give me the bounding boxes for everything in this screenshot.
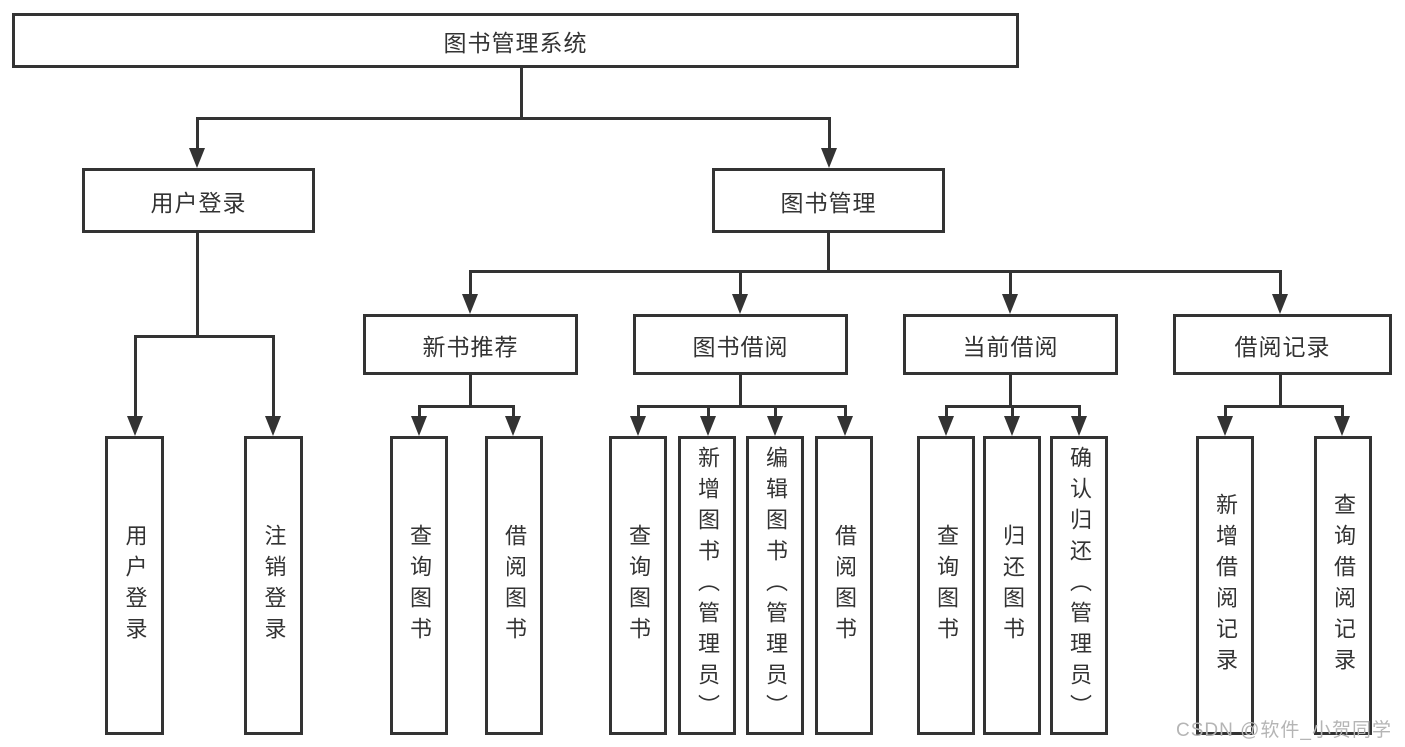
leaf-borrow-books-2: 借阅图书 [815, 436, 873, 735]
connector-bus [637, 405, 846, 408]
connector-stem [469, 375, 472, 407]
connector-stem [134, 335, 137, 418]
connector-root-stem [520, 66, 523, 120]
connector-stem [1078, 405, 1081, 418]
node-label: 图书管理 [780, 189, 877, 216]
arrow-down-icon [1272, 294, 1288, 314]
arrow-down-icon [630, 416, 646, 436]
leaf-return-books: 归还图书 [983, 436, 1041, 735]
arrow-down-icon [837, 416, 853, 436]
leaf-label: 注销登录 [261, 523, 287, 648]
connector-bus [418, 405, 515, 408]
node-label: 当前借阅 [962, 333, 1059, 360]
connector-stem [469, 270, 472, 296]
node-label: 新书推荐 [422, 333, 519, 360]
connector-stem [844, 405, 847, 418]
node-label: 借阅记录 [1234, 333, 1331, 360]
arrow-down-icon [938, 416, 954, 436]
leaf-query-books-1: 查询图书 [390, 436, 448, 735]
node-book-borrow: 图书借阅 [633, 314, 848, 375]
arrow-down-icon [265, 416, 281, 436]
connector-stem [196, 117, 199, 150]
connector-stem [1279, 375, 1282, 407]
arrow-down-icon [505, 416, 521, 436]
arrow-down-icon [411, 416, 427, 436]
connector-bus [469, 270, 1282, 273]
leaf-label: 确认归还（管理员） [1067, 446, 1092, 725]
node-book-management: 图书管理 [712, 168, 945, 233]
arrow-down-icon [1004, 416, 1020, 436]
connector-stem [1009, 375, 1012, 407]
connector-stem [637, 405, 640, 418]
connector-stem [1224, 405, 1227, 418]
node-root: 图书管理系统 [12, 13, 1019, 68]
node-label: 图书借阅 [692, 333, 789, 360]
node-label: 用户登录 [150, 189, 247, 216]
leaf-label: 新增图书（管理员） [695, 446, 720, 725]
leaf-label: 用户登录 [122, 523, 148, 648]
leaf-confirm-return-admin: 确认归还（管理员） [1050, 436, 1108, 735]
connector-root-bus [196, 117, 830, 120]
leaf-label: 查询借阅记录 [1331, 492, 1356, 679]
arrow-down-icon [189, 148, 205, 168]
leaf-label: 借阅图书 [502, 523, 527, 648]
arrow-down-icon [700, 416, 716, 436]
leaf-query-books-2: 查询图书 [609, 436, 667, 735]
arrow-down-icon [1071, 416, 1087, 436]
connector-bus [1224, 405, 1344, 408]
node-user-login: 用户登录 [82, 168, 315, 233]
leaf-query-borrow-record: 查询借阅记录 [1314, 436, 1372, 735]
connector-stem [1341, 405, 1344, 418]
connector-stem [945, 405, 948, 418]
node-current-borrow: 当前借阅 [903, 314, 1118, 375]
leaf-add-books-admin: 新增图书（管理员） [678, 436, 736, 735]
connector-stem [828, 117, 831, 150]
node-borrow-records: 借阅记录 [1173, 314, 1392, 375]
connector-stem [827, 233, 830, 272]
arrow-down-icon [127, 416, 143, 436]
leaf-label: 借阅图书 [832, 523, 857, 648]
leaf-add-borrow-record: 新增借阅记录 [1196, 436, 1254, 735]
leaf-logout: 注销登录 [244, 436, 303, 735]
leaf-label: 查询图书 [626, 523, 651, 648]
watermark: CSDN @软件_小贺同学 [1176, 720, 1392, 741]
leaf-label: 编辑图书（管理员） [763, 446, 788, 725]
arrow-down-icon [462, 294, 478, 314]
connector-stem [739, 270, 742, 296]
leaf-user-login: 用户登录 [105, 436, 164, 735]
node-root-label: 图书管理系统 [443, 29, 588, 56]
leaf-label: 查询图书 [934, 523, 959, 648]
leaf-label: 归还图书 [1000, 523, 1025, 648]
connector-stem [1011, 405, 1014, 418]
connector-stem [418, 405, 421, 418]
connector-stem [512, 405, 515, 418]
connector-stem [739, 375, 742, 407]
connector-stem [272, 335, 275, 418]
node-new-book-recommend: 新书推荐 [363, 314, 578, 375]
arrow-down-icon [767, 416, 783, 436]
connector-stem [196, 233, 199, 338]
leaf-label: 查询图书 [407, 523, 432, 648]
leaf-query-books-3: 查询图书 [917, 436, 975, 735]
connector-stem [774, 405, 777, 418]
connector-stem [1009, 270, 1012, 296]
leaf-edit-books-admin: 编辑图书（管理员） [746, 436, 804, 735]
arrow-down-icon [1217, 416, 1233, 436]
leaf-label: 新增借阅记录 [1213, 492, 1238, 679]
leaf-borrow-books-1: 借阅图书 [485, 436, 543, 735]
arrow-down-icon [821, 148, 837, 168]
connector-bus [134, 335, 275, 338]
connector-stem [1279, 270, 1282, 296]
arrow-down-icon [732, 294, 748, 314]
arrow-down-icon [1334, 416, 1350, 436]
arrow-down-icon [1002, 294, 1018, 314]
connector-stem [707, 405, 710, 418]
